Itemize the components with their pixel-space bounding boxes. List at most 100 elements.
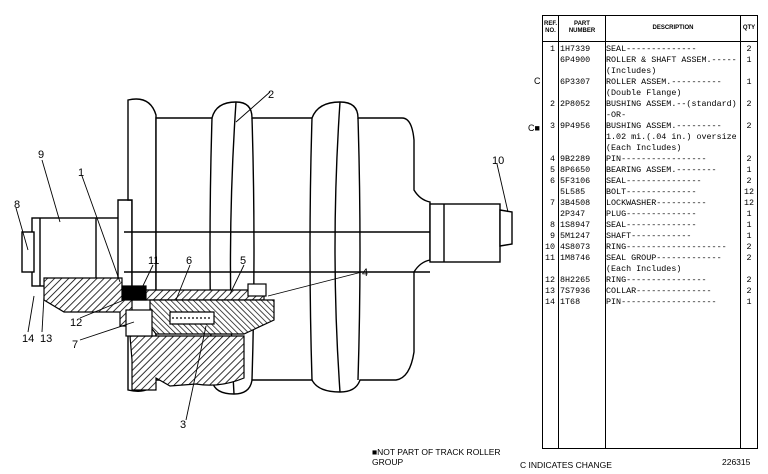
row-ref: 6	[549, 176, 555, 186]
callout-2: 2	[268, 89, 274, 101]
row-description: PIN-------------------	[606, 297, 717, 307]
row-description: PLUG--------------	[606, 209, 697, 219]
row-ref: 4	[549, 154, 555, 164]
row-qty: 2	[746, 286, 752, 296]
row-part-number: 3B4508	[560, 198, 591, 208]
row-qty: 2	[746, 44, 752, 54]
callout-6: 6	[186, 255, 192, 267]
row-description: LOCKWASHER----------	[606, 198, 707, 208]
row-description: SEAL--------------	[606, 44, 697, 54]
row-ref: 8	[549, 220, 555, 230]
track-roller-section-drawing: 2 9 1 8 10 11 6 5 4 12 7 14 13 3	[14, 89, 513, 431]
row-description: BUSHING ASSEM.--(standard)-	[606, 99, 736, 109]
row-ref: 7	[549, 198, 555, 208]
row-description: 1.02 mi.(.04 in.) oversize	[606, 132, 736, 142]
row-description: SEAL---------------	[606, 176, 702, 186]
row-ref: 3	[549, 121, 555, 131]
table-row: 5L585 BOLT--------------12	[543, 187, 757, 198]
row-qty: 1	[746, 209, 752, 219]
table-row: 1.02 mi.(.04 in.) oversize	[543, 132, 757, 143]
row-part-number: 1S8947	[560, 220, 591, 230]
footnote-not-part: ■NOT PART OF TRACK ROLLER GROUP	[372, 447, 501, 467]
row-part-number: 1H7339	[560, 44, 591, 54]
row-description: SEAL GROUP-------------	[606, 253, 722, 263]
row-description: (Each Includes)	[606, 143, 682, 153]
row-part-number: 8P6650	[560, 165, 591, 175]
row-ref: 13	[544, 286, 555, 296]
callout-3: 3	[180, 419, 186, 431]
row-qty: 2	[746, 154, 752, 164]
table-row: 13 7S7936 COLLAR--------------- 2	[543, 286, 757, 297]
row-qty: 1	[746, 55, 752, 65]
row-part-number: 8H2265	[560, 275, 591, 285]
row-description: (Double Flange)	[606, 88, 682, 98]
table-row: 1 1H7339 SEAL-------------- 2	[543, 44, 757, 55]
row-description: BEARING ASSEM.--------	[606, 165, 717, 175]
callout-8: 8	[14, 199, 20, 211]
row-qty: 1	[746, 165, 752, 175]
callout-13: 13	[40, 333, 52, 345]
row-ref: 2	[549, 99, 555, 109]
row-qty: 1	[746, 297, 752, 307]
row-ref: 12	[544, 275, 555, 285]
callout-12: 12	[70, 317, 82, 329]
footnote-change: C INDICATES CHANGE	[520, 460, 612, 470]
callout-7: 7	[72, 339, 78, 351]
header-description: DESCRIPTION	[652, 24, 694, 31]
change-mark-bushing: C■	[528, 123, 540, 133]
row-ref: 1	[549, 44, 555, 54]
plate-number: 226315	[722, 457, 751, 467]
table-row: 5 8P6650 BEARING ASSEM.-------- 1	[543, 165, 757, 176]
header-qty: QTY	[742, 24, 756, 31]
row-qty: 1	[746, 231, 752, 241]
row-part-number: 9B2289	[560, 154, 591, 164]
row-qty: 2	[746, 242, 752, 252]
row-description: COLLAR---------------	[606, 286, 712, 296]
callout-4: 4	[362, 267, 368, 279]
row-description: ROLLER & SHAFT ASSEM.-----	[606, 55, 736, 65]
callout-10: 10	[492, 155, 504, 167]
row-part-number: 5L585	[560, 187, 586, 197]
table-row: (Each Includes)	[543, 264, 757, 275]
row-part-number: 2P347	[560, 209, 586, 219]
row-ref: 5	[549, 165, 555, 175]
row-part-number: 9P4956	[560, 121, 591, 131]
table-row: (Double Flange)	[543, 88, 757, 99]
row-description: SHAFT------------	[606, 231, 692, 241]
table-row: 6P3307 ROLLER ASSEM.----------1	[543, 77, 757, 88]
row-description: BUSHING ASSEM.---------	[606, 121, 722, 131]
row-ref: 10	[544, 242, 555, 252]
row-qty: 1	[746, 77, 752, 87]
row-part-number: 5M1247	[560, 231, 591, 241]
row-qty: 12	[743, 187, 755, 197]
row-qty: 2	[746, 253, 752, 263]
callout-14: 14	[22, 333, 34, 345]
table-row: -OR-	[543, 110, 757, 121]
change-mark-roller: C	[534, 76, 541, 86]
row-part-number: 2P8052	[560, 99, 591, 109]
row-part-number: 7S7936	[560, 286, 591, 296]
seal-group	[121, 285, 147, 301]
row-description: ROLLER ASSEM.----------	[606, 77, 722, 87]
row-qty: 1	[746, 220, 752, 230]
row-part-number: 5F3106	[560, 176, 591, 186]
row-description: -OR-	[606, 110, 627, 120]
right-hub	[429, 203, 501, 263]
left-shaft-end	[31, 217, 125, 287]
callout-5: 5	[240, 255, 246, 267]
table-row: (Each Includes)	[543, 143, 757, 154]
header-ref-no: REF.NO.	[543, 21, 557, 34]
row-part-number: 1T68	[560, 297, 581, 307]
